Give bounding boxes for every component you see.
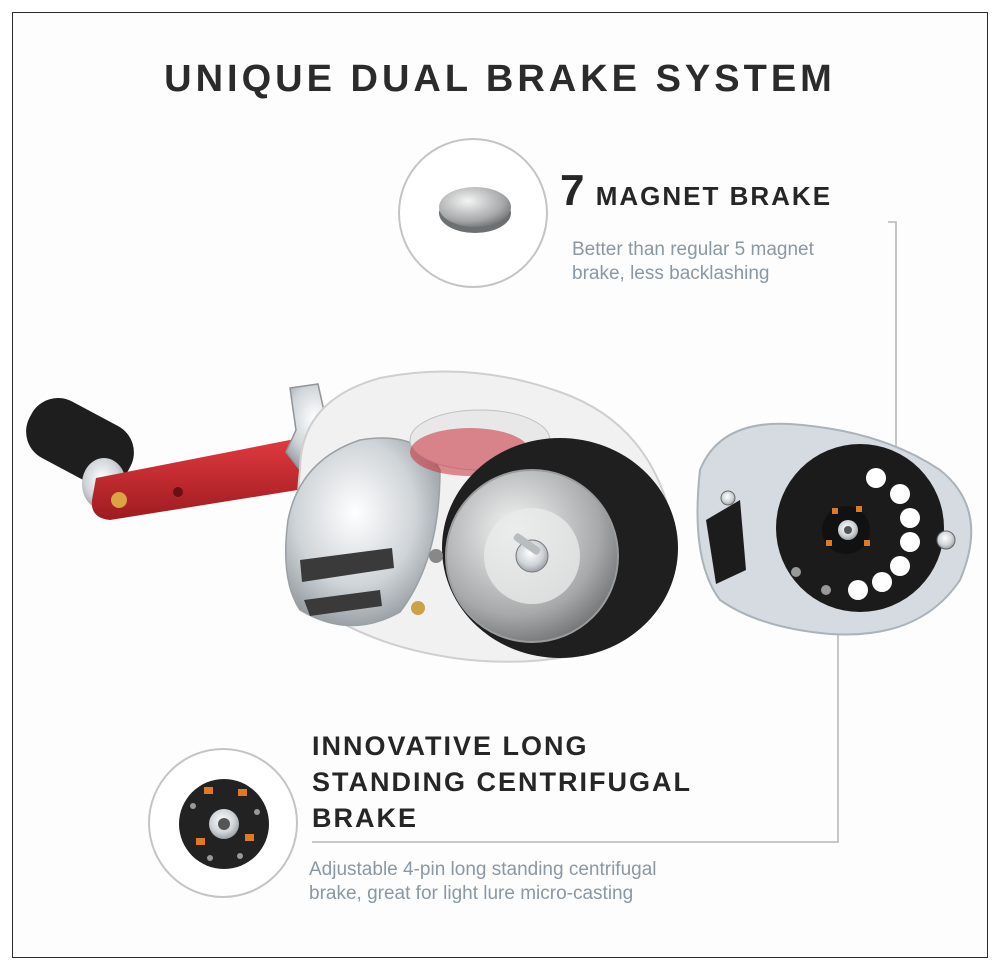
magnet-brake-description: Better than regular 5 magnet brake, less … bbox=[572, 238, 892, 286]
centrifugal-desc-line-1: Adjustable 4-pin long standing centrifug… bbox=[309, 859, 657, 880]
centrifugal-heading-line-2: STANDING CENTRIFUGAL bbox=[312, 767, 692, 797]
centrifugal-heading-line-3: BRAKE bbox=[312, 803, 419, 833]
page-title: UNIQUE DUAL BRAKE SYSTEM bbox=[164, 58, 836, 100]
magnet-brake-heading: 7 MAGNET BRAKE bbox=[560, 166, 832, 216]
magnet-callout-circle bbox=[398, 138, 548, 288]
magnet-desc-line-1: Better than regular 5 magnet bbox=[572, 239, 814, 260]
handle-arm bbox=[91, 438, 319, 520]
side-plate bbox=[696, 422, 973, 636]
baitcasting-reel bbox=[26, 370, 678, 663]
centrifugal-heading-line-1: INNOVATIVE LONG bbox=[312, 731, 589, 761]
centrifugal-callout-circle bbox=[148, 748, 298, 898]
magnet-desc-line-2: brake, less backlashing bbox=[572, 263, 770, 284]
centrifugal-brake-description: Adjustable 4-pin long standing centrifug… bbox=[309, 858, 769, 906]
magnet-brake-title: MAGNET BRAKE bbox=[595, 181, 833, 211]
callout-lines bbox=[312, 221, 897, 843]
magnet-count: 7 bbox=[560, 166, 587, 215]
magnet-callout-line bbox=[888, 221, 897, 462]
centrifugal-desc-line-2: brake, great for light lure micro-castin… bbox=[309, 883, 634, 904]
magnets bbox=[848, 468, 920, 600]
centrifugal-callout-line bbox=[312, 620, 839, 843]
centrifugal-brake-heading: INNOVATIVE LONG STANDING CENTRIFUGAL BRAKE bbox=[312, 728, 782, 836]
